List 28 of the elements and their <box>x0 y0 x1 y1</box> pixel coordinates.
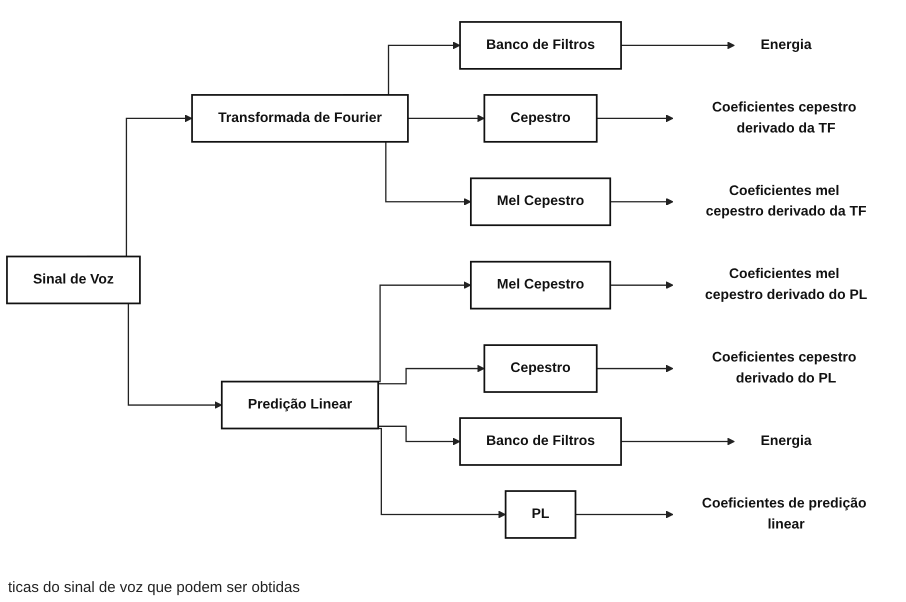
node-box: Cepestro <box>484 344 598 393</box>
node-box: PL <box>504 490 576 539</box>
node-box: Cepestro <box>484 94 598 143</box>
node-text: Coeficientes mel cepestro derivado do PL <box>705 266 868 302</box>
arrow <box>621 41 735 50</box>
node-text: Coeficientes cepestro derivado da TF <box>712 100 856 136</box>
node-text: Energia <box>760 434 812 448</box>
node-box: Mel Cepestro <box>470 177 612 226</box>
node-text: Coeficientes de predição linear <box>702 496 866 532</box>
arrow <box>408 114 485 122</box>
node-text: Coeficientes mel cepestro derivado da TF <box>706 183 866 219</box>
arrow <box>596 364 674 372</box>
caption: ticas do sinal de voz que podem ser obtidas <box>8 579 300 596</box>
arrow <box>621 438 735 446</box>
arrow <box>576 510 674 518</box>
node-box: Sinal de Voz <box>6 255 141 304</box>
node-box: Transformada de Fourier <box>191 94 409 143</box>
arrow <box>378 364 485 384</box>
arrow <box>610 198 674 206</box>
node-text: Coeficientes cepestro derivado do PL <box>712 350 856 386</box>
arrow <box>596 114 674 122</box>
node-text: Energia <box>760 37 812 52</box>
arrow <box>610 281 674 289</box>
arrow <box>378 426 460 446</box>
node-box: Predição Linear <box>220 380 380 430</box>
node-box: Banco de Filtros <box>459 20 622 70</box>
node-box: Mel Cepestro <box>470 260 612 310</box>
node-box: Banco de Filtros <box>459 417 622 466</box>
